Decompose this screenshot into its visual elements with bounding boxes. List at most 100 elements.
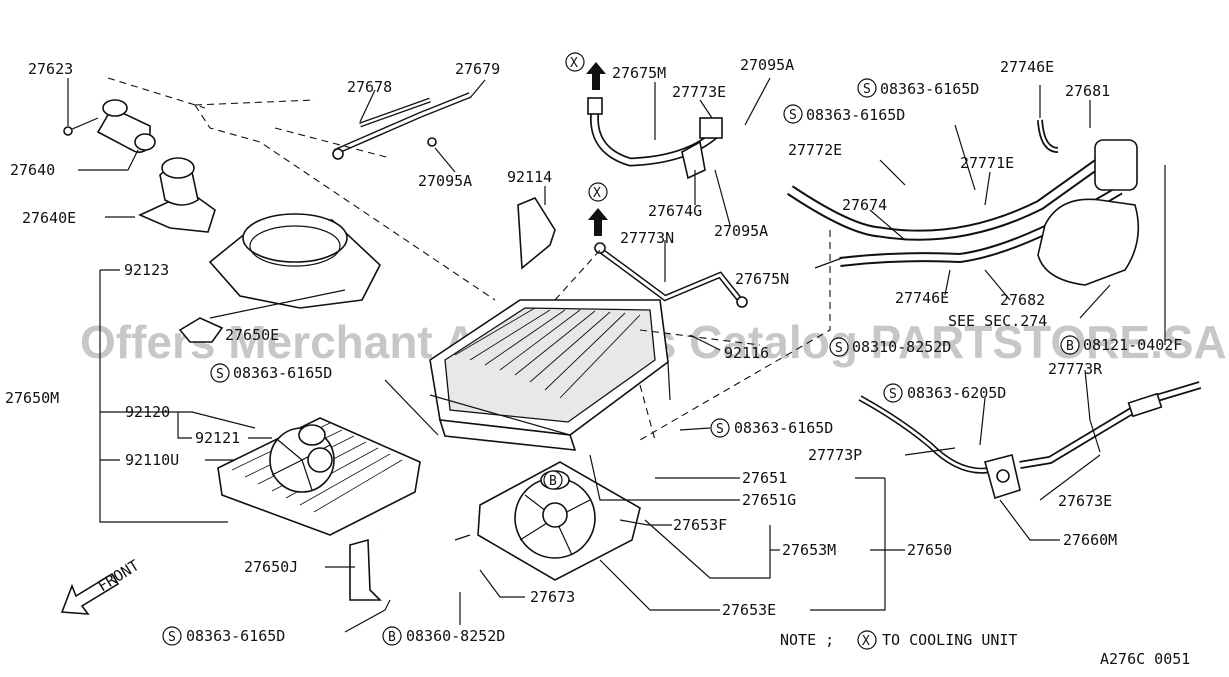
label-27095A-a: 27095A xyxy=(418,172,472,190)
svg-text:S: S xyxy=(835,341,843,356)
front-label: FRONT xyxy=(95,556,143,595)
small-bracket-drawing xyxy=(178,317,224,343)
label-08363-6165D-c: 08363-6165D xyxy=(233,364,332,382)
circled-x-note-symbol: X xyxy=(857,630,877,650)
label-27650E: 27650E xyxy=(225,326,279,344)
note-text: TO COOLING UNIT xyxy=(882,631,1017,649)
label-27681: 27681 xyxy=(1065,82,1110,100)
label-92110U: 92110U xyxy=(125,451,179,469)
expansion-valve-drawing xyxy=(984,454,1021,500)
svg-text:S: S xyxy=(168,630,176,645)
condenser-fan-assembly-drawing xyxy=(217,417,421,536)
label-27773P: 27773P xyxy=(808,446,862,464)
label-27773N: 27773N xyxy=(620,229,674,247)
label-27675M: 27675M xyxy=(612,64,666,82)
callout-symbols: X X X S S S S S S S B B B xyxy=(162,52,1080,650)
note-prefix: NOTE ; xyxy=(780,631,834,649)
svg-text:X: X xyxy=(593,186,601,201)
label-27772E: 27772E xyxy=(788,141,842,159)
label-27673: 27673 xyxy=(530,588,575,606)
receiver-drier-drawing xyxy=(63,99,156,154)
label-27650M: 27650M xyxy=(5,389,59,407)
label-27095A-c: 27095A xyxy=(714,222,768,240)
circled-b-symbol-c: B xyxy=(543,470,563,490)
dashed-reference-lines xyxy=(107,77,831,441)
svg-text:S: S xyxy=(216,367,224,382)
label-27675N: 27675N xyxy=(735,270,789,288)
front-arrow: FRONT xyxy=(60,556,143,615)
label-27682: 27682 xyxy=(1000,291,1045,309)
label-92123: 92123 xyxy=(124,261,169,279)
label-27746E-a: 27746E xyxy=(1000,58,1054,76)
label-27674: 27674 xyxy=(842,196,887,214)
leader-lines xyxy=(67,77,1166,633)
bracket-27650J-drawing xyxy=(349,538,382,601)
arrow-up-top xyxy=(586,62,606,90)
label-27653F: 27653F xyxy=(673,516,727,534)
condenser-fan-drawing xyxy=(477,461,641,581)
compressor-drawing xyxy=(1037,139,1140,286)
label-27650: 27650 xyxy=(907,541,952,559)
svg-text:X: X xyxy=(862,634,870,649)
svg-text:B: B xyxy=(1066,339,1074,354)
label-92121: 92121 xyxy=(195,429,240,447)
label-27640E: 27640E xyxy=(22,209,76,227)
circled-b-symbol-b: B xyxy=(382,626,402,646)
label-08310-8252D: 08310-8252D xyxy=(852,338,951,356)
pipe-27773N-drawing xyxy=(594,242,748,308)
label-27640: 27640 xyxy=(10,161,55,179)
label-27773R: 27773R xyxy=(1048,360,1103,378)
label-27678: 27678 xyxy=(347,78,392,96)
label-92120: 92120 xyxy=(125,403,170,421)
label-27771E: 27771E xyxy=(960,154,1014,172)
label-08363-6165D-d: 08363-6165D xyxy=(734,419,833,437)
pipe-27773P-drawing xyxy=(858,381,1202,474)
circled-s-symbol-d: S xyxy=(210,363,230,383)
label-27650J: 27650J xyxy=(244,558,298,576)
pipe-27678-drawing xyxy=(332,92,472,160)
label-27773E: 27773E xyxy=(672,83,726,101)
svg-text:S: S xyxy=(889,387,897,402)
label-27653E: 27653E xyxy=(722,601,776,619)
label-92116: 92116 xyxy=(724,344,769,362)
label-08363-6165D-b: 08363-6165D xyxy=(806,106,905,124)
circled-s-symbol-f: S xyxy=(710,418,730,438)
circled-x-top-symbol: X xyxy=(565,52,585,72)
label-see-sec-274: SEE SEC.274 xyxy=(948,312,1047,330)
label-27623: 27623 xyxy=(28,60,73,78)
pipe-27675M-drawing xyxy=(587,97,724,180)
fan-shroud-drawing xyxy=(208,213,381,309)
circled-s-symbol-e: S xyxy=(883,383,903,403)
label-08363-6205D: 08363-6205D xyxy=(907,384,1006,402)
circled-s-symbol-g: S xyxy=(162,626,182,646)
hose-27673-drawing xyxy=(379,525,472,554)
label-08360-8252D: 08360-8252D xyxy=(406,627,505,645)
label-27651: 27651 xyxy=(742,469,787,487)
circled-s-symbol-a: S xyxy=(857,78,877,98)
svg-text:B: B xyxy=(388,630,396,645)
svg-text:X: X xyxy=(570,56,578,71)
label-92114: 92114 xyxy=(507,168,552,186)
label-27679: 27679 xyxy=(455,60,500,78)
svg-text:S: S xyxy=(863,82,871,97)
label-27746E-b: 27746E xyxy=(895,289,949,307)
circled-s-symbol-c: S xyxy=(829,337,849,357)
circled-b-symbol-a: B xyxy=(1060,335,1080,355)
label-08363-6165D-e: 08363-6165D xyxy=(186,627,285,645)
drier-bracket-drawing xyxy=(138,157,216,233)
circled-s-symbol-b: S xyxy=(783,104,803,124)
part-labels: 27623 27640 27640E 27678 27679 27095A 92… xyxy=(5,56,1182,645)
label-08121-0402F: 08121-0402F xyxy=(1083,336,1182,354)
circled-x-middle-symbol: X xyxy=(588,182,608,202)
bracket-92114-drawing xyxy=(517,197,556,270)
svg-text:S: S xyxy=(716,422,724,437)
svg-text:S: S xyxy=(789,108,797,123)
label-27673E: 27673E xyxy=(1058,492,1112,510)
svg-text:B: B xyxy=(549,474,557,489)
label-27095A-b: 27095A xyxy=(740,56,794,74)
label-27674G: 27674G xyxy=(648,202,702,220)
label-27651G: 27651G xyxy=(742,491,796,509)
label-08363-6165D-a: 08363-6165D xyxy=(880,80,979,98)
label-27653M: 27653M xyxy=(782,541,836,559)
